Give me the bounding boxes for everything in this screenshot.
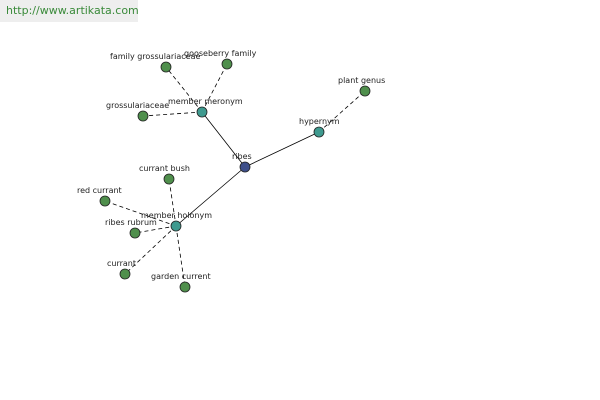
node-family-grossulariaceae[interactable] <box>160 61 172 73</box>
label-grossulariaceae[interactable]: grossulariaceae <box>106 101 169 110</box>
edge-ribes-to-member-meronym <box>201 111 246 168</box>
edge-ribes-to-member-holonym <box>175 166 246 227</box>
label-plant-genus[interactable]: plant genus <box>338 76 385 85</box>
label-currant[interactable]: currant <box>107 259 136 268</box>
label-gooseberry-family[interactable]: gooseberry family <box>184 49 257 58</box>
label-ribes-rubrum[interactable]: ribes rubrum <box>105 218 157 227</box>
node-hypernym[interactable] <box>313 126 325 138</box>
edge-member-holonym-to-red-currant <box>104 200 177 227</box>
label-currant-bush[interactable]: currant bush <box>139 164 190 173</box>
edge-member-meronym-to-grossulariaceae <box>142 111 203 117</box>
label-red-currant[interactable]: red currant <box>77 186 122 195</box>
graph-nodes <box>99 58 371 293</box>
edge-member-holonym-to-currant <box>124 225 177 275</box>
label-garden-current[interactable]: garden current <box>151 272 211 281</box>
source-url-banner: http://www.artikata.com <box>0 0 139 22</box>
node-member-holonym[interactable] <box>170 220 182 232</box>
edge-member-meronym-to-gooseberry-family <box>201 63 228 113</box>
edge-hypernym-to-plant-genus <box>318 90 366 133</box>
edge-member-meronym-to-family-grossulariaceae <box>165 66 203 113</box>
label-ribes[interactable]: ribes <box>232 152 252 161</box>
graph-labels: ribes member meronym hypernym member holony… <box>77 49 385 281</box>
edge-ribes-to-hypernym <box>244 131 320 168</box>
node-currant-bush[interactable] <box>163 173 175 185</box>
edge-member-holonym-to-garden-current <box>175 225 186 288</box>
label-member-meronym[interactable]: member meronym <box>168 97 243 106</box>
node-gooseberry-family[interactable] <box>221 58 233 70</box>
node-currant[interactable] <box>119 268 131 280</box>
label-member-holonym[interactable]: member holonym <box>141 211 212 220</box>
edge-member-holonym-to-currant-bush <box>168 178 177 227</box>
node-plant-genus[interactable] <box>359 85 371 97</box>
label-hypernym[interactable]: hypernym <box>299 117 340 126</box>
node-ribes-rubrum[interactable] <box>129 227 141 239</box>
node-red-currant[interactable] <box>99 195 111 207</box>
label-family-grossulariaceae[interactable]: family grossulariaceae <box>110 52 200 61</box>
node-ribes[interactable] <box>239 161 251 173</box>
node-member-meronym[interactable] <box>196 106 208 118</box>
node-garden-current[interactable] <box>179 281 191 293</box>
source-url[interactable]: http://www.artikata.com <box>6 4 139 17</box>
node-grossulariaceae[interactable] <box>137 110 149 122</box>
graph-edges <box>104 63 366 288</box>
